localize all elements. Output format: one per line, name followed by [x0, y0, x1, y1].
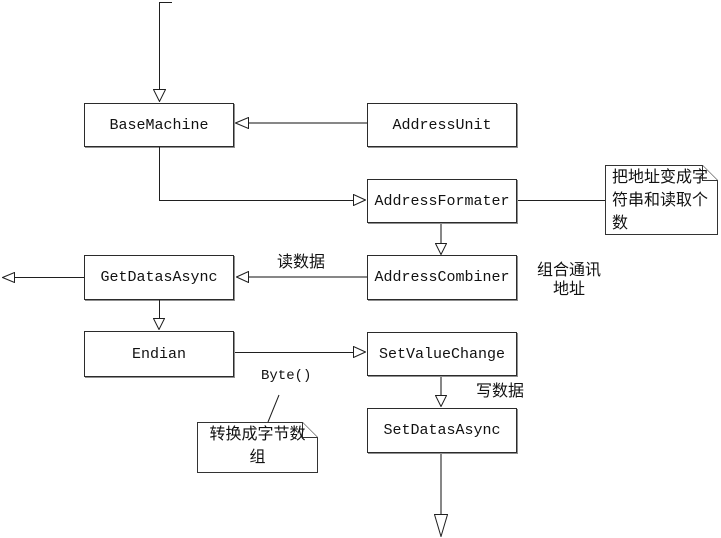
- node-address-formater: AddressFormater: [367, 179, 517, 223]
- connector-getdatasasync-endian: [159, 300, 160, 319]
- connector-top-to-basemachine: [159, 2, 160, 89]
- note-address-string-text: 把地址变成字符串和读取个数: [612, 169, 709, 232]
- arrowhead-left-exit: [2, 272, 15, 283]
- connector-addresscombiner-getdatasasync: [249, 276, 367, 278]
- note-paper-shape: [197, 422, 318, 473]
- node-endian: Endian: [84, 331, 234, 377]
- edge-label-combine-address: 组合通讯地址: [536, 262, 601, 298]
- arrowhead-down-setdatasasync: [435, 395, 447, 407]
- connector-basemachine-down: [159, 147, 160, 200]
- node-base-machine: BaseMachine: [84, 103, 234, 147]
- arrowhead-down-basemachine: [153, 89, 166, 102]
- node-set-value-change: SetValueChange: [367, 332, 517, 376]
- note-address-string: 把地址变成字符串和读取个数: [605, 165, 718, 235]
- node-address-unit: AddressUnit: [367, 103, 517, 147]
- note-byte-array-text: 转换成字节数组: [209, 426, 306, 466]
- connector-getdatasasync-out: [14, 277, 84, 278]
- arrowhead-left-basemachine: [235, 117, 249, 129]
- node-address-combiner: AddressCombiner: [367, 255, 517, 300]
- note-byte-array: 转换成字节数组: [197, 422, 318, 473]
- arrowhead-down-addresscombiner: [435, 243, 447, 255]
- node-set-datas-async: SetDatasAsync: [367, 408, 517, 453]
- connector-setvaluechange-setdatasasync: [440, 377, 442, 396]
- connector-addressunit-basemachine: [249, 122, 367, 124]
- edge-label-read-data: 读数据: [277, 254, 326, 271]
- edge-label-byte-call: Byte(): [261, 368, 312, 384]
- connector-bytenote-diagonal: [267, 394, 280, 423]
- node-get-datas-async: GetDatasAsync: [84, 255, 234, 300]
- connector-addressformater-addresscombiner: [440, 224, 442, 244]
- arrowhead-right-setvaluechange: [353, 346, 366, 358]
- connector-endian-setvaluechange: [235, 352, 353, 353]
- connector-setdatasasync-out: [440, 454, 442, 515]
- arrowhead-down-endian: [153, 318, 165, 330]
- note-paper-shape: [605, 165, 718, 235]
- arrowhead-down-exit: [434, 514, 448, 537]
- connector-top-stub: [159, 2, 172, 3]
- connector-addressformater-note: [518, 200, 605, 201]
- edge-label-write-data: 写数据: [476, 383, 525, 400]
- arrowhead-left-getdatasasync: [236, 271, 249, 283]
- connector-basemachine-addressformater: [159, 200, 353, 201]
- arrowhead-right-addressformater: [353, 194, 366, 206]
